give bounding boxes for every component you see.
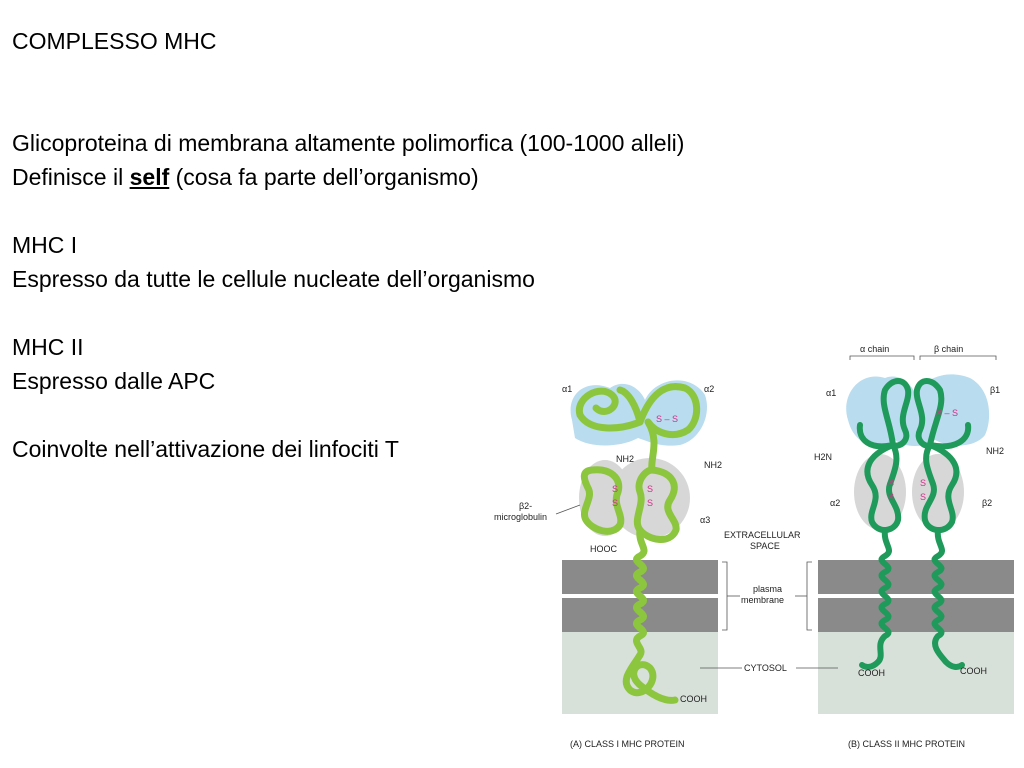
class1-alpha3-label: α3	[700, 515, 710, 525]
cytosol-label: CYTOSOL	[744, 663, 787, 673]
class1-transmembrane-helix	[633, 526, 648, 659]
plasma-label-2: membrane	[741, 595, 784, 605]
plasma-bracket-right	[806, 561, 812, 631]
class2-beta1-label: β1	[990, 385, 1000, 395]
class2-cooh-left-label: COOH	[858, 668, 885, 678]
class2-chains	[856, 378, 972, 670]
class2-h2n-label: H2N	[814, 452, 832, 462]
class2-disulfide-alpha-1: S	[888, 478, 894, 488]
class1-alpha2-label: α2	[704, 384, 714, 394]
class1-caption: (A) CLASS I MHC PROTEIN	[570, 739, 685, 749]
class2-cooh-right-label: COOH	[960, 666, 987, 676]
class2-alpha2-label: α2	[830, 498, 840, 508]
activation-line: Coinvolte nell’attivazione dei linfociti…	[12, 436, 399, 462]
class1-alpha1-label: α1	[562, 384, 572, 394]
class2-nh2-label: NH2	[986, 446, 1004, 456]
self-suffix: (cosa fa parte dell’organismo)	[169, 164, 479, 190]
self-prefix: Definisce il	[12, 164, 130, 190]
class2-disulfide-alpha-2: S	[888, 492, 894, 502]
class1-hooc-label: HOOC	[590, 544, 618, 554]
class2-beta-chain-label: β chain	[934, 344, 963, 354]
class1-disulfide-right-2: S	[647, 498, 653, 508]
class1-disulfide-left-1: S	[612, 484, 618, 494]
class1-cytoplasmic-tail	[622, 651, 679, 704]
extracellular-label-1: EXTRACELLULAR	[724, 530, 801, 540]
class1-alpha3-fold	[633, 466, 680, 543]
class1-nh2-inner-label: NH2	[616, 454, 634, 464]
class1-chain	[575, 383, 701, 704]
title-line: COMPLESSO MHC	[12, 28, 217, 54]
class2-cytosol-area	[818, 630, 1014, 714]
class2-beta2-label: β2	[982, 498, 992, 508]
class2-membrane-outer-leaflet	[818, 560, 1014, 594]
class2-caption: (B) CLASS II MHC PROTEIN	[848, 739, 965, 749]
class1-cooh-label: COOH	[680, 694, 707, 704]
class2-alpha-chain-bracket	[849, 355, 915, 360]
class1-disulfide-left-2: S	[612, 498, 618, 508]
description-line-self: Definisce il self (cosa fa parte dell’or…	[12, 160, 479, 194]
mhc1-description: Espresso da tutte le cellule nucleate de…	[12, 266, 535, 292]
class1-beta2m-fold	[580, 466, 625, 535]
extracellular-label-2: SPACE	[750, 541, 780, 551]
class2-disulfide-beta-2: S	[920, 492, 926, 502]
class2-disulfide-beta-1: S	[920, 478, 926, 488]
class1-beta2m-pointer	[555, 504, 581, 515]
plasma-label-1: plasma	[753, 584, 782, 594]
class2-alpha1-label: α1	[826, 388, 836, 398]
self-keyword: self	[129, 164, 170, 190]
plasma-bracket-left	[722, 561, 728, 631]
class2-beta-chain-bracket	[919, 355, 997, 360]
class2-alpha-transmembrane-helix	[859, 527, 892, 670]
mhc2-description: Espresso dalle APC	[12, 368, 216, 394]
class1-alpha2-loop	[636, 383, 701, 474]
description-line-polymorphic: Glicoproteina di membrana altamente poli…	[12, 130, 685, 156]
mhc1-heading: MHC I	[12, 232, 78, 258]
class2-alpha-chain-label: α chain	[860, 344, 889, 354]
class1-beta2m-label-2: microglobulin	[494, 512, 547, 522]
class2-membrane-region	[818, 560, 1014, 714]
class1-beta2m-label-1: β2-	[519, 501, 532, 511]
class1-disulfide-top: S – S	[656, 414, 678, 424]
class1-nh2-outer-label: NH2	[704, 460, 722, 470]
class1-disulfide-right-1: S	[647, 484, 653, 494]
class2-membrane-inner-leaflet	[818, 598, 1014, 632]
class2-beta-transmembrane-helix	[931, 527, 965, 670]
class2-disulfide-top: S – S	[936, 408, 958, 418]
mhc2-heading: MHC II	[12, 334, 84, 360]
